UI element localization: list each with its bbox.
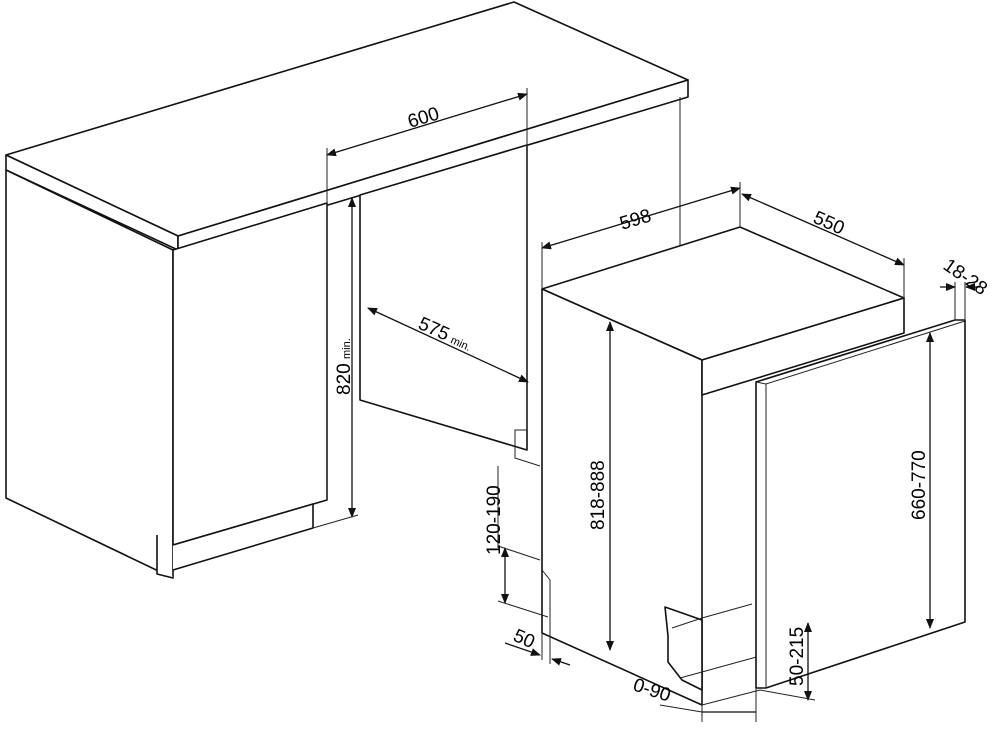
plinth-profile <box>541 569 551 664</box>
door-top-edge <box>755 320 966 385</box>
label-660-770: 660-770 <box>909 450 930 520</box>
left-cabinet-side <box>172 202 328 546</box>
width-598-dimension-line <box>541 186 741 250</box>
plinth-height-extension-bottom <box>497 600 549 618</box>
plinth-bracket-top <box>671 603 753 629</box>
door-gap-extension <box>759 689 816 701</box>
left-cabinet-plinth-return <box>172 503 314 571</box>
label-50-215: 50-215 <box>787 627 808 686</box>
foot-adjust-leader <box>659 704 703 713</box>
dimension-lines <box>312 88 980 722</box>
niche-back-wall <box>359 144 528 451</box>
height-820-extension <box>312 514 359 529</box>
plinth-depth-arrow-right <box>551 658 571 666</box>
label-550: 550 <box>810 207 848 239</box>
label-820: 820 <box>334 363 355 395</box>
label-820-group: 820 min. <box>334 338 355 395</box>
depth-575-dimension-line <box>367 307 529 383</box>
dishwasher-front <box>701 297 905 396</box>
plinth-depth-arrow-left <box>504 642 541 656</box>
plinth-bracket-bottom <box>679 655 761 679</box>
label-50: 50 <box>510 625 538 653</box>
label-120-190: 120-190 <box>484 485 505 555</box>
depth-550-dimension-line <box>741 193 905 266</box>
left-cabinet-plinth <box>156 535 174 579</box>
kitchen-cabinet <box>5 1 689 579</box>
label-820-min: min. <box>341 338 353 359</box>
dishwasher <box>541 226 966 706</box>
label-598: 598 <box>617 205 653 234</box>
dishwasher-front-base <box>701 689 761 706</box>
label-818-888: 818-888 <box>588 460 609 530</box>
width-600-dimension-line <box>326 92 528 157</box>
plinth-height-extension-top <box>497 545 541 561</box>
